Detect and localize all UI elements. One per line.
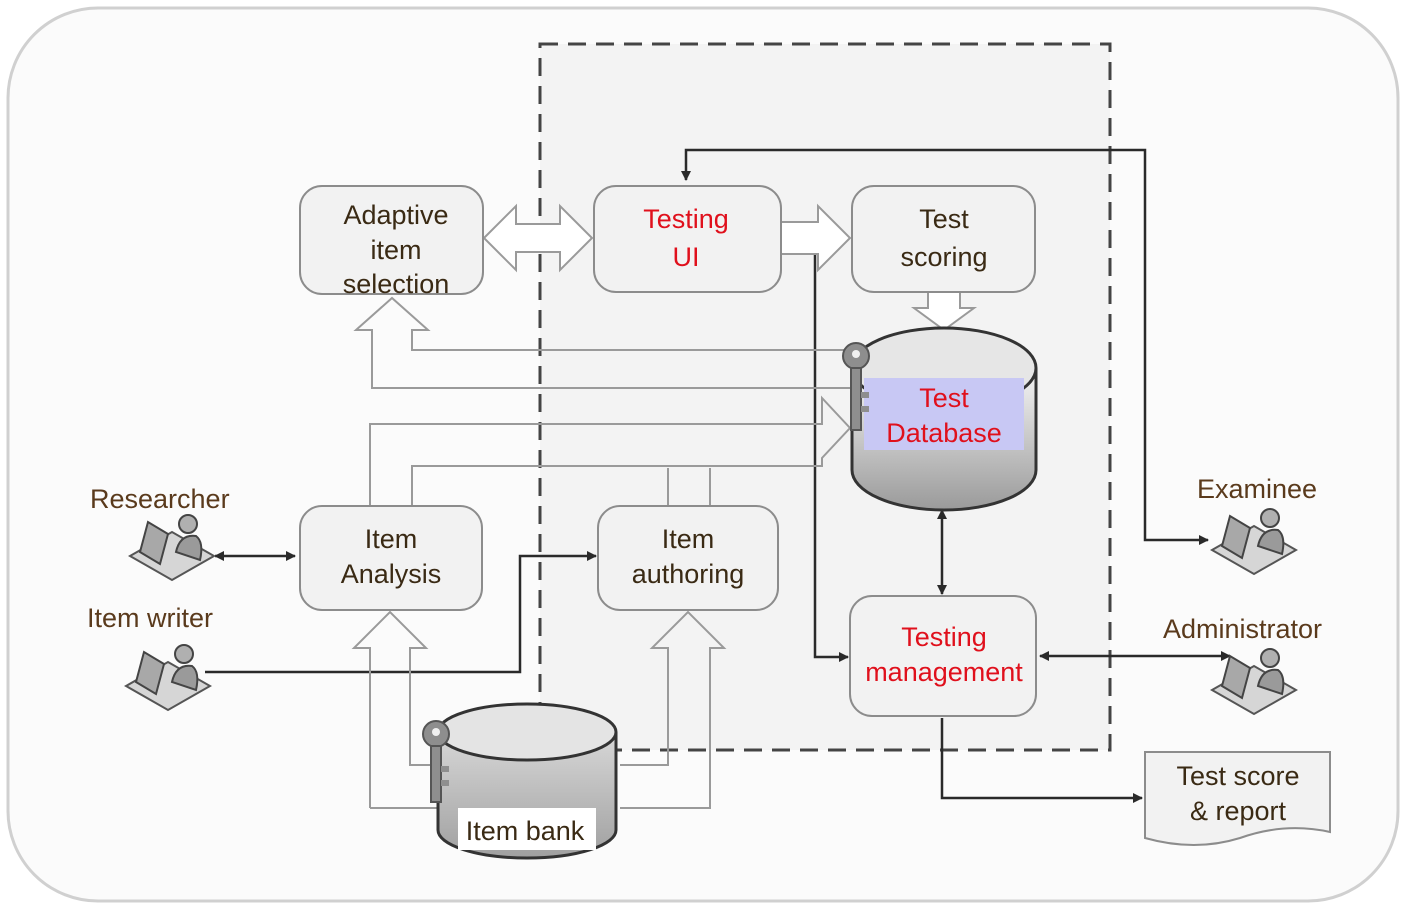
item-analysis-line2: Analysis — [341, 559, 442, 589]
item-writer-label: Item writer — [87, 603, 213, 633]
testing-mgmt-line2: management — [865, 657, 1023, 687]
node-item-bank: Item bank — [422, 702, 618, 860]
key-icon — [842, 342, 870, 431]
report-line1: Test score — [1176, 761, 1299, 791]
administrator-label: Administrator — [1163, 614, 1322, 644]
adaptive-line1: Adaptive — [343, 200, 448, 230]
test-db-line1: Test — [919, 383, 969, 413]
test-scoring-line2: scoring — [900, 242, 987, 272]
hollow-flow-db-adaptive — [353, 296, 850, 389]
examinee-label: Examinee — [1197, 474, 1317, 504]
hollow-flow-bank-analysis — [351, 610, 440, 808]
person-at-computer-icon — [1209, 648, 1299, 716]
item-bank-label: Item bank — [466, 816, 585, 846]
hollow-flow-authoring-db — [667, 468, 711, 505]
researcher-label: Researcher — [90, 484, 230, 514]
actor-examinee: Examinee — [1197, 474, 1317, 576]
item-authoring-line1: Item — [662, 524, 715, 554]
report-line2: & report — [1190, 796, 1287, 826]
hollow-arrow-ui-scoring — [781, 203, 852, 273]
node-item-authoring: Item authoring — [597, 505, 779, 611]
key-icon — [422, 720, 450, 803]
adaptive-line3: selection — [343, 269, 450, 299]
person-at-computer-icon — [127, 514, 217, 582]
actor-researcher: Researcher — [90, 484, 230, 582]
item-authoring-line2: authoring — [632, 559, 745, 589]
hollow-flow-bank-authoring — [620, 610, 727, 809]
item-bank-label-bg — [458, 808, 596, 850]
item-analysis-line1: Item — [365, 524, 418, 554]
node-testing-management: Testing management — [849, 595, 1037, 717]
person-at-computer-icon — [1209, 508, 1299, 576]
connector-examinee-testing-ui — [681, 148, 1209, 545]
person-at-computer-icon — [123, 644, 213, 712]
testing-mgmt-line1: Testing — [901, 622, 987, 652]
node-test-database: Test Database — [842, 326, 1038, 512]
testing-ui-line1: Testing — [643, 204, 729, 234]
adaptive-line2: item — [370, 235, 421, 265]
hollow-flows — [351, 203, 978, 809]
connector-writer-authoring — [205, 551, 597, 674]
hollow-arrow-adaptive-ui — [482, 203, 594, 273]
actor-administrator: Administrator — [1163, 614, 1322, 716]
connector-management-report — [940, 718, 1143, 803]
testing-ui-line2: UI — [673, 242, 700, 272]
db-highlight-panel — [864, 378, 1024, 450]
node-test-score-report: Test score & report — [1144, 751, 1331, 846]
node-testing-ui: Testing UI — [593, 185, 782, 293]
test-scoring-line1: Test — [919, 204, 969, 234]
node-adaptive-item-selection: Adaptive item selection — [299, 185, 484, 299]
actor-item-writer: Item writer — [87, 603, 213, 712]
node-test-scoring: Test scoring — [851, 185, 1036, 293]
node-item-analysis: Item Analysis — [299, 505, 483, 611]
test-db-line2: Database — [886, 418, 1002, 448]
